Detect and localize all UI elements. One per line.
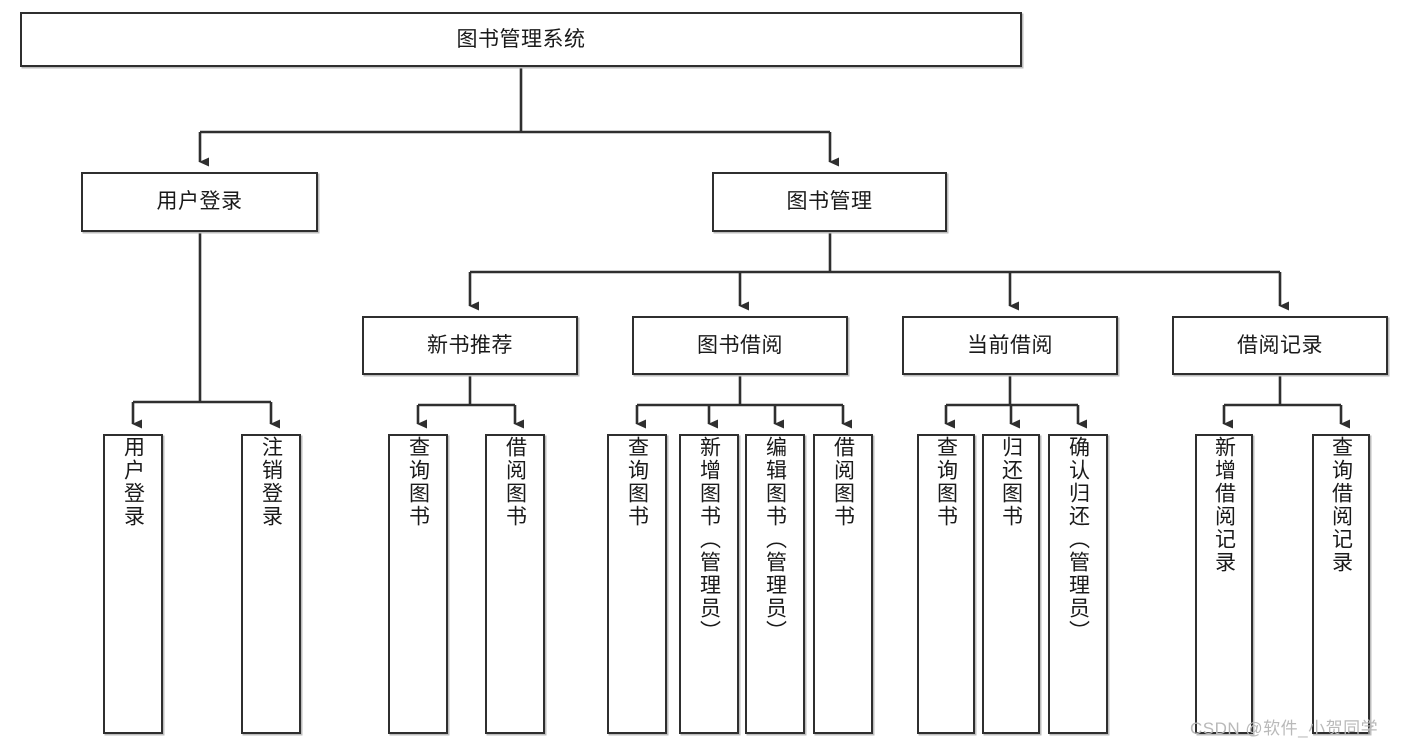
node-borrow[interactable]: 图书借阅 (632, 316, 848, 375)
node-b2[interactable]: 新增图书（管理员） (679, 434, 739, 734)
node-label: 借阅记录 (1237, 333, 1323, 357)
node-label: 新增借阅记录 (1212, 436, 1236, 574)
node-label: 借阅图书 (831, 436, 855, 528)
node-bookmgmt[interactable]: 图书管理 (712, 172, 947, 232)
node-newbook[interactable]: 新书推荐 (362, 316, 578, 375)
node-label: 用户登录 (121, 436, 145, 528)
node-label: 用户登录 (156, 190, 243, 214)
node-label: 新增图书（管理员） (697, 436, 721, 643)
node-n1[interactable]: 查询图书 (388, 434, 448, 734)
node-l1[interactable]: 用户登录 (103, 434, 163, 734)
node-r1[interactable]: 新增借阅记录 (1195, 434, 1253, 734)
node-label: 编辑图书（管理员） (763, 436, 787, 643)
node-label: 确认归还（管理员） (1066, 436, 1090, 643)
node-n2[interactable]: 借阅图书 (485, 434, 545, 734)
node-root[interactable]: 图书管理系统 (20, 12, 1022, 67)
csdn-watermark: CSDN @软件_小贺同学 (1190, 719, 1379, 738)
node-b1[interactable]: 查询图书 (607, 434, 667, 734)
node-c1[interactable]: 查询图书 (917, 434, 975, 734)
node-label: 查询借阅记录 (1329, 436, 1353, 574)
node-label: 图书借阅 (697, 333, 783, 357)
node-label: 图书管理系统 (456, 27, 586, 51)
node-c3[interactable]: 确认归还（管理员） (1048, 434, 1108, 734)
node-r2[interactable]: 查询借阅记录 (1312, 434, 1370, 734)
node-b3[interactable]: 编辑图书（管理员） (745, 434, 805, 734)
node-label: 注销登录 (259, 436, 283, 528)
node-label: 查询图书 (934, 436, 958, 528)
node-label: 归还图书 (999, 436, 1023, 528)
node-login[interactable]: 用户登录 (81, 172, 318, 232)
node-c2[interactable]: 归还图书 (982, 434, 1040, 734)
node-label: 新书推荐 (427, 333, 513, 357)
node-label: 查询图书 (625, 436, 649, 528)
node-b4[interactable]: 借阅图书 (813, 434, 873, 734)
node-label: 借阅图书 (503, 436, 527, 528)
node-label: 查询图书 (406, 436, 430, 528)
node-label: 当前借阅 (967, 333, 1053, 357)
node-current[interactable]: 当前借阅 (902, 316, 1118, 375)
node-l2[interactable]: 注销登录 (241, 434, 301, 734)
node-records[interactable]: 借阅记录 (1172, 316, 1388, 375)
node-label: 图书管理 (786, 190, 873, 214)
